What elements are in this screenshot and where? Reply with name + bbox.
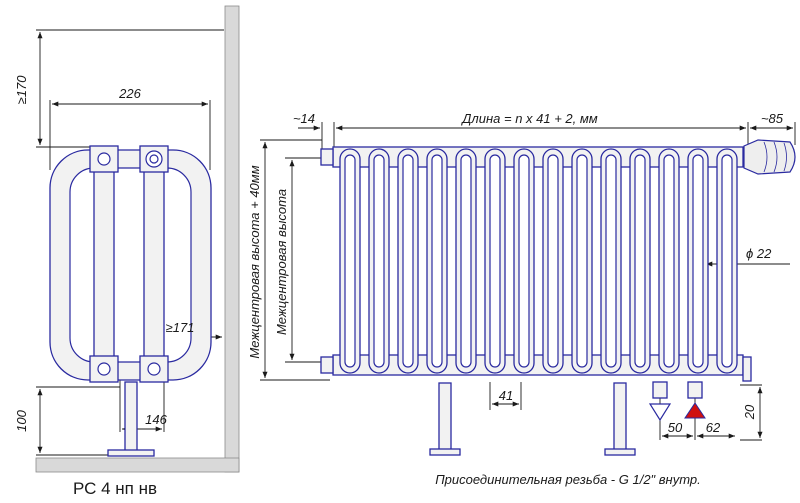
radiator-section-inner xyxy=(373,154,385,368)
dim-pipe-a: 50 xyxy=(668,420,683,435)
front-leg-right xyxy=(613,382,627,452)
dim-floor: 100 xyxy=(14,409,29,431)
inlet-arrow-icon xyxy=(684,402,706,419)
valve-icon xyxy=(145,150,163,168)
radiator-section-inner xyxy=(402,154,414,368)
thermostat-head-icon xyxy=(743,139,796,175)
radiator-section-inner xyxy=(489,154,501,368)
dim-section-pitch: 41 xyxy=(499,388,513,403)
leg-foot xyxy=(107,449,155,457)
radiator-sections xyxy=(339,148,738,374)
radiator-section-inner xyxy=(721,154,733,368)
top-collector xyxy=(332,146,744,168)
dim-center-height: Межцентровая высота xyxy=(274,189,289,335)
dim-length-formula: Длина = n x 41 + 2, мм xyxy=(460,111,598,126)
front-extension-lines xyxy=(260,122,796,441)
vertical-tube-right xyxy=(143,149,165,381)
radiator-section-inner xyxy=(460,154,472,368)
model-label: РС 4 нп нв xyxy=(73,479,157,498)
dim-width: 226 xyxy=(118,86,141,101)
dim-total-height: Межцентровая высота + 40мм xyxy=(247,165,262,358)
front-view: ~14 Длина = n x 41 + 2, мм ~85 Межцентро… xyxy=(247,111,796,487)
outlet-arrow-icon xyxy=(648,403,672,422)
front-dimension-lines xyxy=(262,125,793,439)
connection-note: Присоединительная резьба - G 1/2" внутр. xyxy=(435,472,701,487)
radiator-section-inner xyxy=(634,154,646,368)
dim-tube-diameter: ϕ 22 xyxy=(746,246,772,261)
floor xyxy=(35,457,240,473)
front-radiator-body xyxy=(320,139,796,382)
radiator-section-inner xyxy=(576,154,588,368)
dim-left-offset: ~14 xyxy=(293,111,315,126)
front-floor-legs xyxy=(429,382,636,456)
radiator-section-inner xyxy=(518,154,530,368)
vertical-tube-left xyxy=(93,149,115,381)
dim-leg-offset: 146 xyxy=(145,412,167,427)
dim-pipe-b: 62 xyxy=(706,420,721,435)
connection-pipe-b xyxy=(687,381,703,399)
bottom-collector xyxy=(332,354,744,376)
side-radiator-profile xyxy=(49,145,212,457)
dim-pipe-height: 20 xyxy=(742,404,757,420)
wall xyxy=(224,5,240,473)
plug-top-left xyxy=(320,148,334,166)
radiator-section-inner xyxy=(663,154,675,368)
radiator-section-inner xyxy=(547,154,559,368)
side-view: ≥170 226 ≥171 146 100 РС 4 нп нв xyxy=(14,5,240,498)
connection-pipe-a xyxy=(652,381,668,399)
plug-bottom-left xyxy=(320,356,334,374)
radiator-section-inner xyxy=(431,154,443,368)
radiator-section-inner xyxy=(344,154,356,368)
radiator-section-inner xyxy=(605,154,617,368)
dim-wall-gap: ≥170 xyxy=(14,75,29,105)
dim-right-offset: ~85 xyxy=(761,111,784,126)
front-leg-left xyxy=(438,382,452,452)
bottom-connections xyxy=(648,381,706,422)
floor-leg xyxy=(124,381,138,453)
dim-depth-min: ≥171 xyxy=(166,320,195,335)
plug-bottom-right xyxy=(742,356,752,382)
radiator-section-inner xyxy=(692,154,704,368)
